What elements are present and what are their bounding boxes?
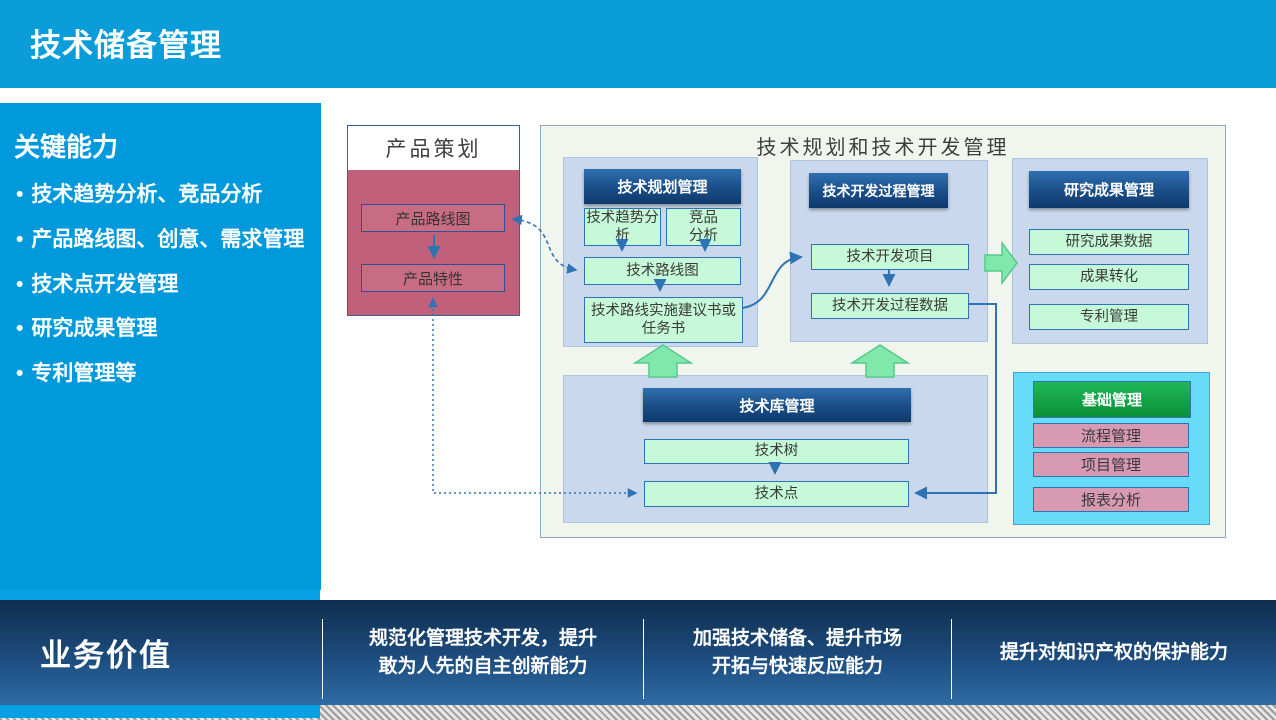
box-research-data: 研究成果数据	[1029, 229, 1189, 255]
panel-tech-planning-header: 技术规划管理	[584, 169, 741, 204]
accent-strip-bottom	[0, 705, 320, 718]
container-title: 技术规划和技术开发管理	[756, 137, 1010, 159]
accent-strip-top	[0, 590, 320, 600]
box-workflow-mgmt: 流程管理	[1033, 423, 1189, 448]
panel-tech-library: 技术库管理 技术树 技术点	[563, 375, 988, 523]
box-tech-roadmap: 技术路线图	[584, 257, 741, 285]
page-title: 技术储备管理	[30, 28, 222, 63]
panel-basic-header: 基础管理	[1033, 381, 1191, 418]
box-result-transform: 成果转化	[1029, 264, 1189, 290]
box-tech-trend-analysis: 技术趋势分 析	[584, 208, 661, 246]
footer-value-2: 加强技术储备、提升市场 开拓与快速反应能力	[692, 627, 902, 677]
box-competitor-analysis: 竞品 分析	[666, 208, 741, 246]
product-feature-box: 产品特性	[361, 264, 505, 292]
footer-value-3: 提升对知识产权的保护能力	[999, 641, 1228, 663]
panel-tech-planning: 技术规划管理 技术趋势分 析 竞品 分析 技术路线图 技术路线实施建议书或 任务…	[563, 157, 758, 347]
box-tech-point: 技术点	[644, 481, 909, 507]
footer-value-1: 规范化管理技术开发，提升 敢为人先的自主创新能力	[368, 627, 597, 677]
box-dev-project: 技术开发项目	[811, 244, 969, 270]
sidebar: 关键能力 • 技术趋势分析、竞品分析 • 产品路线图、创意、需求管理 • 技术点…	[0, 103, 321, 590]
footer-divider	[322, 619, 323, 699]
product-roadmap-box: 产品路线图	[361, 204, 505, 232]
bullet-dot: •	[16, 317, 24, 341]
bullet-dot: •	[16, 362, 24, 386]
footer-divider	[951, 619, 952, 699]
bullet-text: 产品路线图、创意、需求管理	[31, 227, 305, 251]
bullet-item: • 技术趋势分析、竞品分析	[14, 180, 309, 210]
panel-tech-library-header: 技术库管理	[643, 388, 911, 422]
bullet-item: • 技术点开发管理	[14, 270, 309, 300]
footer-bar	[0, 600, 1276, 705]
product-planning-title: 产品策划	[348, 126, 519, 170]
bullet-dot: •	[16, 272, 24, 296]
footer-divider	[643, 619, 644, 699]
box-patent-mgmt: 专利管理	[1029, 304, 1189, 330]
box-project-mgmt: 项目管理	[1033, 452, 1189, 477]
sidebar-heading: 关键能力	[14, 132, 119, 162]
bullet-item: • 产品路线图、创意、需求管理	[14, 225, 309, 255]
box-tech-tree: 技术树	[644, 439, 909, 464]
panel-dev-process-header: 技术开发过程管理	[809, 173, 948, 208]
panel-basic-mgmt: 基础管理 流程管理 项目管理 报表分析	[1013, 372, 1210, 525]
bullet-item: • 研究成果管理	[14, 314, 309, 344]
bullet-text: 专利管理等	[31, 362, 137, 386]
panel-dev-process: 技术开发过程管理 技术开发项目 技术开发过程数据	[790, 160, 988, 342]
bullet-item: • 专利管理等	[14, 359, 309, 389]
box-dev-process-data: 技术开发过程数据	[811, 293, 969, 319]
bullet-dot: •	[16, 183, 24, 206]
panel-research-results: 研究成果管理 研究成果数据 成果转化 专利管理	[1012, 158, 1208, 344]
panel-research-header: 研究成果管理	[1029, 171, 1189, 208]
business-value-label: 业务价值	[40, 638, 172, 673]
bullet-text: 技术点开发管理	[31, 272, 179, 296]
bullet-dot: •	[16, 227, 24, 251]
bullet-text: 研究成果管理	[31, 317, 158, 341]
product-planning-box: 产品策划 产品路线图 产品特性	[347, 125, 520, 316]
bullet-text: 技术趋势分析、竞品分析	[31, 183, 263, 206]
box-tech-proposal: 技术路线实施建议书或 任务书	[584, 297, 743, 343]
box-report-analysis: 报表分析	[1033, 487, 1189, 512]
slide-header: 技术储备管理	[0, 0, 1276, 88]
